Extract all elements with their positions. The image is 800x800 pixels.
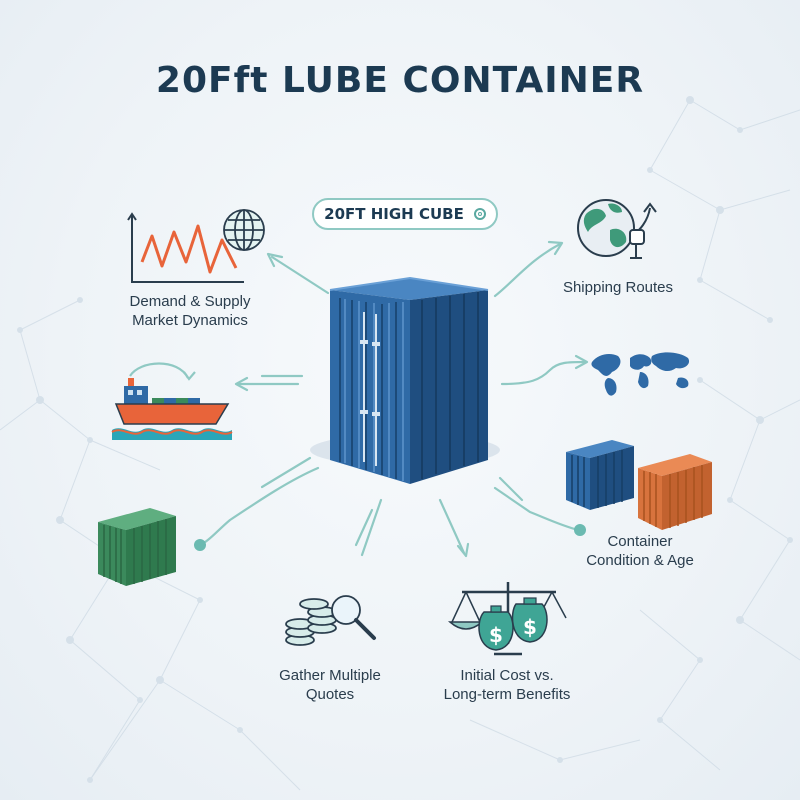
connectors [200, 240, 589, 558]
connector-condition-a [498, 476, 524, 502]
container-type-badge: 20FT HIGH CUBE [312, 198, 498, 230]
connector-demand [270, 255, 330, 295]
label-quotes-line2: Quotes [305, 686, 355, 703]
svg-text:$: $ [489, 623, 503, 647]
label-gather-quotes: Gather Multiple Quotes [260, 666, 400, 704]
connector-dot-green [194, 539, 206, 551]
label-condition-line2: Condition & Age [586, 552, 694, 569]
green-container-icon [98, 508, 176, 586]
label-container-condition: Container Condition & Age [570, 532, 710, 570]
arrowhead-ship [234, 376, 249, 392]
arrowhead-shipping [547, 240, 564, 256]
connector-shipping [493, 242, 562, 298]
globe-icon [223, 209, 265, 251]
connector-quotes-b [354, 508, 374, 547]
container-pair-icon [566, 440, 712, 530]
page-title: 20Fft LUBE CONTAINER [155, 60, 645, 101]
shipping-container-icon [329, 276, 489, 484]
arrowhead-cost [456, 542, 470, 558]
connector-green-a [260, 456, 312, 489]
svg-text:$: $ [523, 615, 537, 639]
label-demand-supply: Demand & Supply Market Dynamics [120, 292, 260, 330]
label-quotes-line1: Gather Multiple [279, 667, 381, 684]
connector-condition-b [493, 486, 580, 532]
target-icon [473, 208, 486, 220]
balance-scale-icon: $ $ [448, 582, 567, 656]
label-cost-benefits: Initial Cost vs. Long-term Benefits [432, 666, 582, 704]
coins-magnifier-icon [285, 595, 376, 646]
label-demand-line1: Demand & Supply [129, 293, 251, 310]
connector-green-b [200, 466, 320, 546]
connector-cost [438, 498, 466, 555]
label-cost-line1: Initial Cost vs. [460, 667, 554, 684]
badge-label: 20FT HIGH CUBE [324, 205, 464, 223]
label-demand-line2: Market Dynamics [132, 312, 248, 329]
wave-chart-icon [127, 212, 244, 283]
connector-map [500, 360, 587, 386]
arrowhead-demand [266, 252, 284, 268]
arrowhead-map [574, 354, 589, 370]
background-nodes [17, 96, 793, 783]
label-shipping-routes: Shipping Routes [562, 279, 674, 296]
connector-dot-condition [574, 524, 586, 536]
connector-quotes-a [360, 498, 383, 557]
world-map-icon [591, 352, 690, 396]
globe-route-icon [577, 199, 657, 259]
label-cost-line2: Long-term Benefits [443, 686, 571, 703]
label-condition-line1: Container [607, 533, 673, 550]
cargo-ship-icon [111, 362, 233, 440]
